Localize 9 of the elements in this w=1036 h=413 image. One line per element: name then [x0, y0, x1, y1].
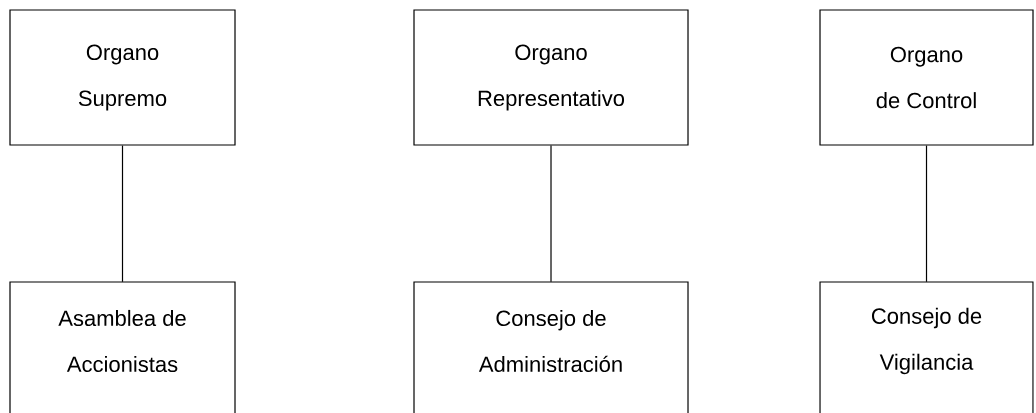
connector-line [550, 145, 552, 283]
box: Organo Supremo [9, 9, 236, 146]
box: Consejo de Administración [413, 281, 689, 413]
box: Organo Representativo [413, 9, 689, 146]
connector-line [121, 145, 124, 283]
connector-line [925, 145, 928, 283]
box: Organo de Control [819, 9, 1034, 146]
box: Asamblea de Accionistas [9, 281, 236, 413]
box: Consejo de Vigilancia [819, 281, 1034, 413]
